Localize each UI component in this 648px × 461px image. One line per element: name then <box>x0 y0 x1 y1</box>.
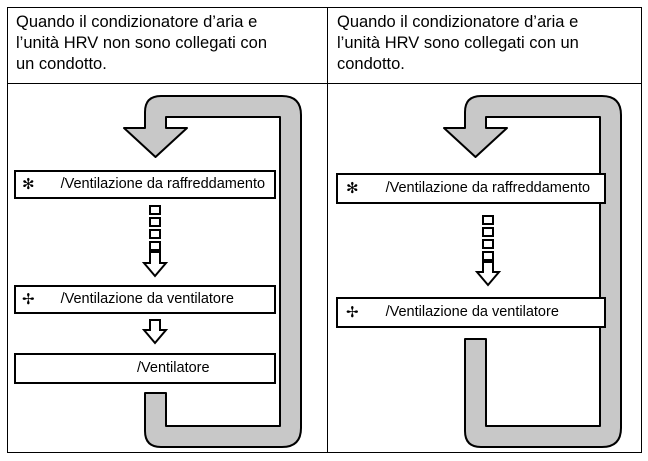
snowflake-icon: ✻ <box>346 180 359 197</box>
comparison-table <box>7 7 642 453</box>
header-line: l’unità HRV non sono collegati con <box>16 34 268 52</box>
left-loop-arrow <box>123 95 302 448</box>
mode-label: /Ventilazione da ventilatore <box>385 304 559 321</box>
header-line: l’unità HRV sono collegati con un <box>337 34 579 52</box>
right-dashed-arrow <box>474 215 502 287</box>
mode-box-fan-ventilation: ✢ /Ventilazione da ventilatore <box>336 297 606 328</box>
header-divider <box>7 83 642 84</box>
header-line: un condotto. <box>16 55 107 73</box>
mode-label: /Ventilatore <box>137 360 210 377</box>
snowflake-icon: ✻ <box>22 176 35 193</box>
column-divider <box>327 7 328 453</box>
header-line: Quando il condizionatore d’aria e <box>337 13 579 31</box>
header-line: Quando il condizionatore d’aria e <box>16 13 258 31</box>
right-loop-arrow <box>443 95 622 448</box>
mode-box-cooling-ventilation: ✻ /Ventilazione da raffreddamento <box>14 170 276 199</box>
right-column-header: Quando il condizionatore d’aria e l’unit… <box>337 12 579 75</box>
mode-label: /Ventilazione da ventilatore <box>60 291 234 308</box>
mode-box-cooling-ventilation: ✻ /Ventilazione da raffreddamento <box>336 173 606 204</box>
mode-label: /Ventilazione da raffreddamento <box>385 180 591 197</box>
left-solid-arrow <box>141 319 169 345</box>
left-dashed-arrow <box>141 205 169 278</box>
mode-box-fan-ventilation: ✢ /Ventilazione da ventilatore <box>14 285 276 314</box>
mode-label: /Ventilazione da raffreddamento <box>60 176 266 193</box>
fan-icon: ✢ <box>22 291 35 308</box>
fan-icon: ✢ <box>346 304 359 321</box>
mode-box-fan: /Ventilatore <box>14 353 276 384</box>
header-line: condotto. <box>337 55 405 73</box>
left-column-header: Quando il condizionatore d’aria e l’unit… <box>16 12 267 75</box>
